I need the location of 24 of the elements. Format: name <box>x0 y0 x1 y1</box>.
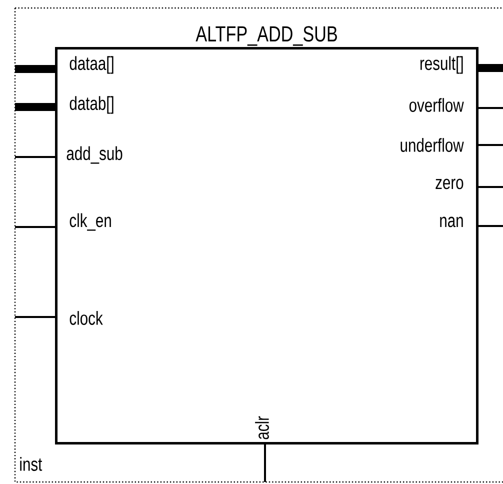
pin-name: clock <box>70 311 103 325</box>
pin-name: dataa[] <box>70 56 114 74</box>
pin-line <box>478 106 503 109</box>
pin-line <box>478 64 503 72</box>
pin-line <box>478 186 503 188</box>
pin-name: clk_en <box>70 213 111 231</box>
pin-line <box>478 224 503 227</box>
pin-name: datab[] <box>70 96 114 114</box>
pin-name: underflow <box>400 138 464 152</box>
pin-line <box>15 316 55 318</box>
pin-name: nan <box>440 216 463 228</box>
pin-line <box>15 102 55 111</box>
node-label: ALTFP_ADD_SUB <box>196 26 337 46</box>
pin-name: result[] <box>420 56 463 74</box>
pin-name: aclr <box>255 416 269 440</box>
pin-line <box>478 144 503 146</box>
instance-name: inst <box>20 457 42 471</box>
pin-line <box>15 156 55 158</box>
pin-name: add_sub <box>66 146 122 164</box>
pin-name: overflow <box>409 98 464 112</box>
pin-line <box>15 64 55 73</box>
pin-line <box>264 444 266 482</box>
pin-name: zero <box>436 178 464 190</box>
pin-line <box>15 226 55 228</box>
